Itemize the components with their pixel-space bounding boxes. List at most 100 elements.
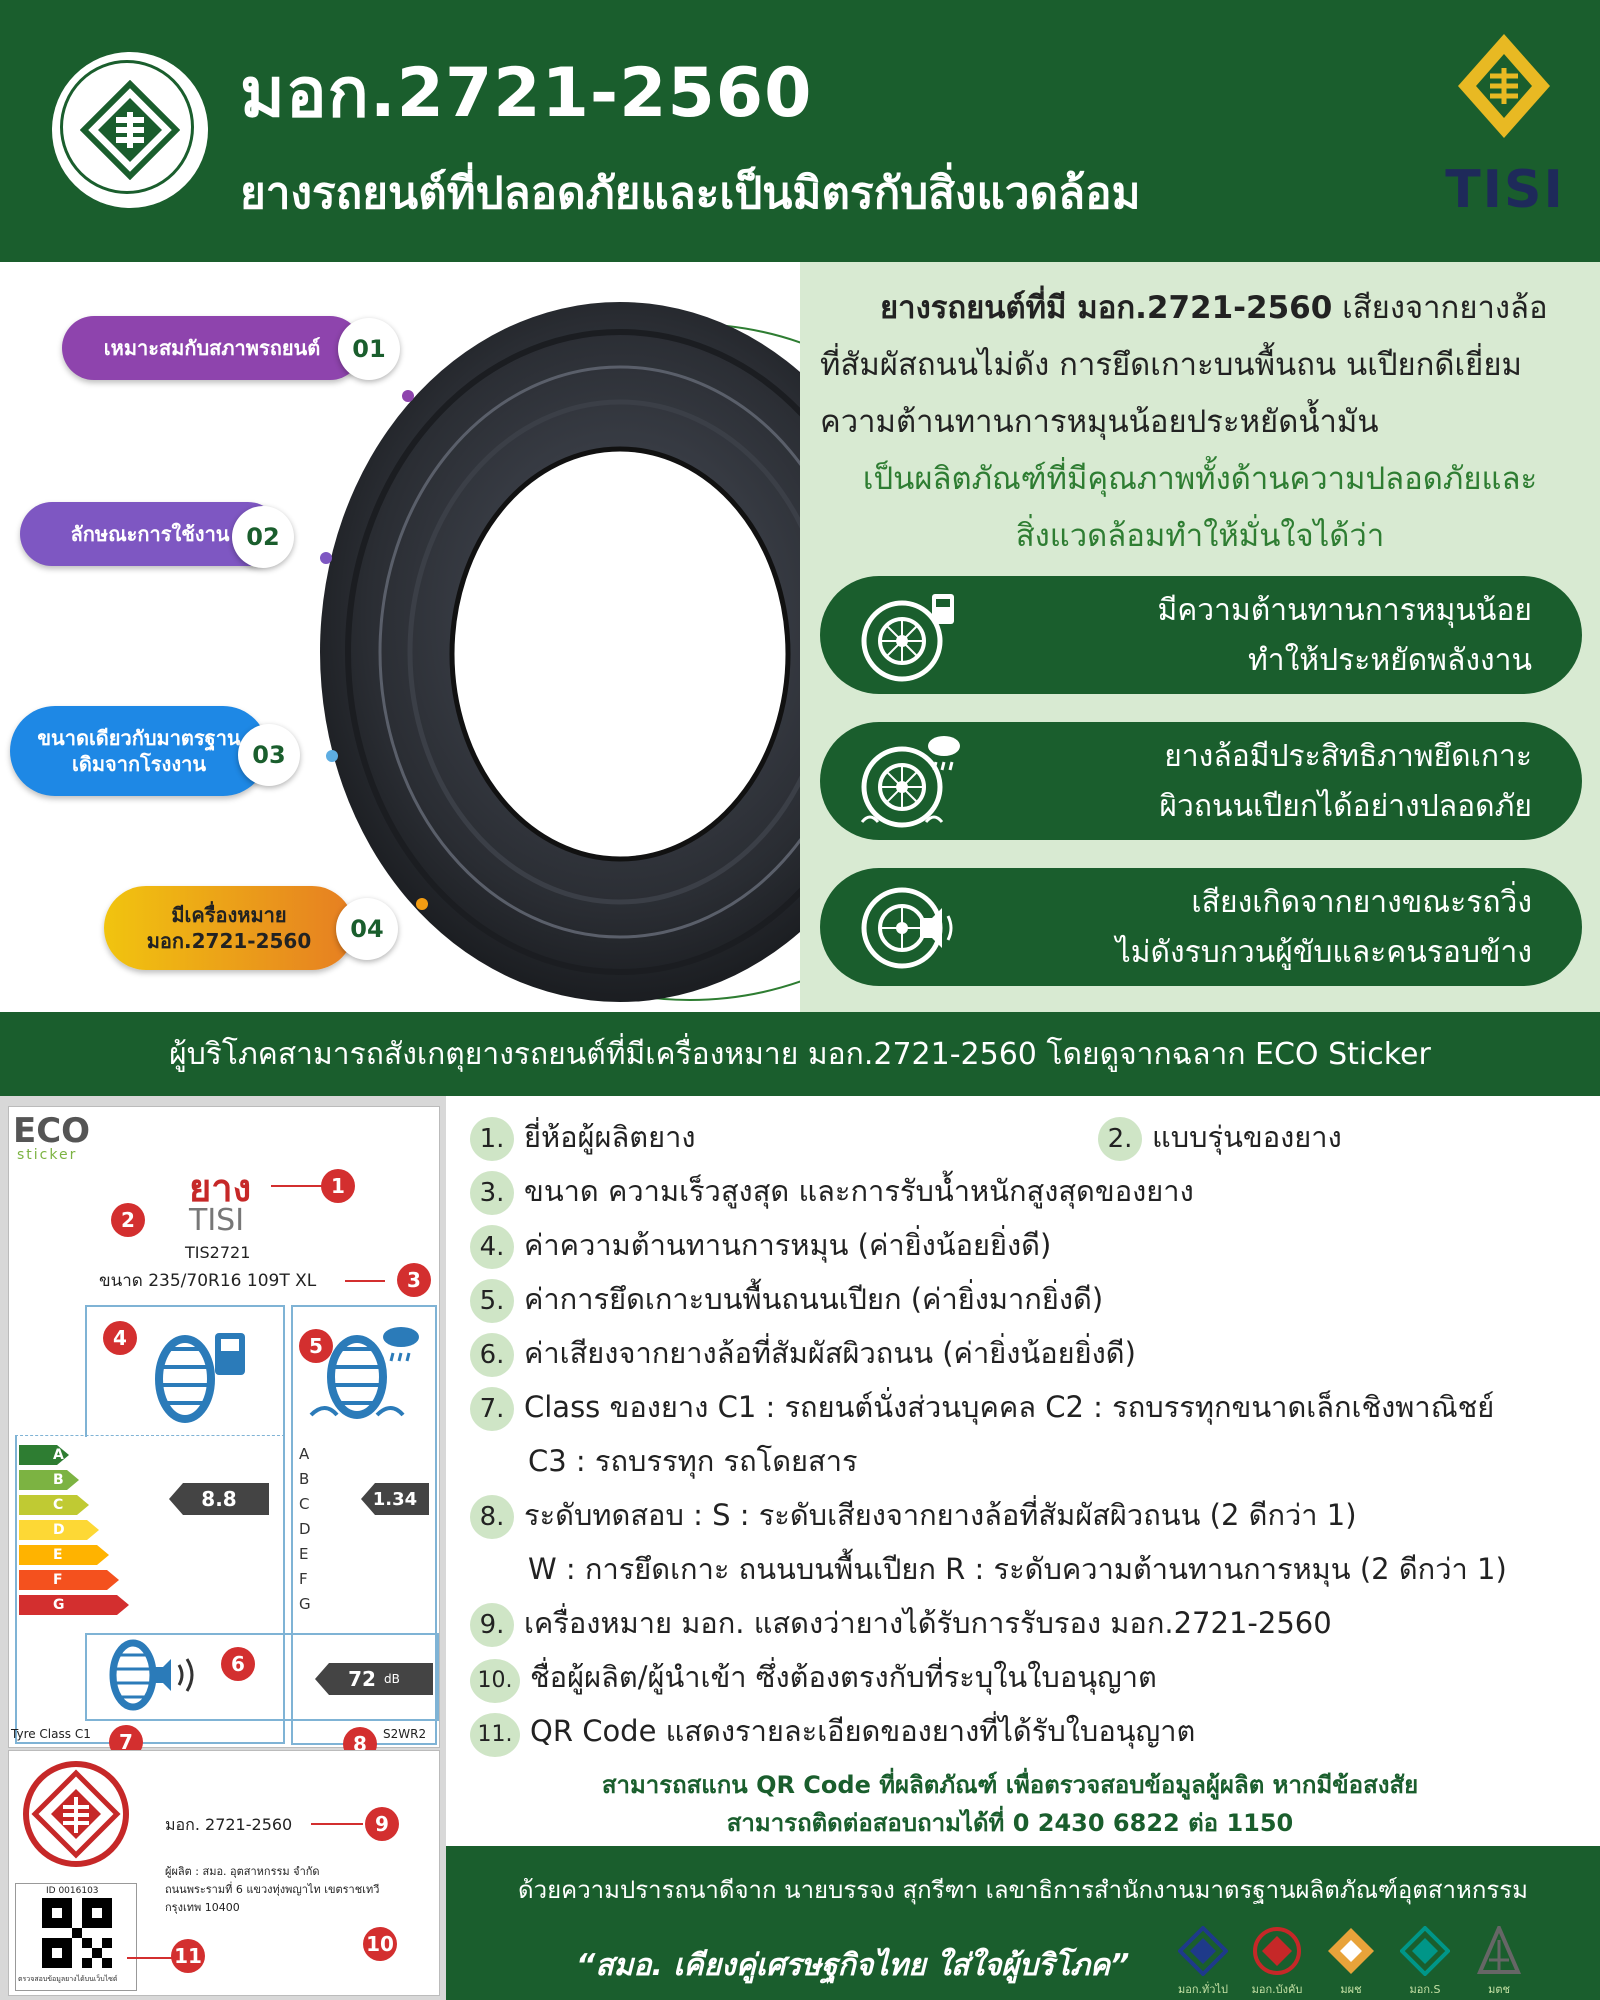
list-item-2-text: แบบรุ่นของยาง: [1152, 1120, 1342, 1154]
list-item-5-text: ค่าการยึดเกาะบนพื้นถนนเปียก (ค่ายิ่งมากย…: [524, 1282, 1104, 1316]
community-product-logo-icon: [1328, 1928, 1374, 1974]
list-item-4: 4.ค่าความต้านทานการหมุน (ค่ายิ่งน้อยยิ่ง…: [470, 1222, 1051, 1269]
rolling-grade-a: A: [19, 1445, 69, 1465]
qr-note-line-2: สามารถติดต่อสอบถามได้ที่ 0 2430 6822 ต่อ…: [726, 1809, 1294, 1837]
benefit-1-line2: ทำให้ประหยัดพลังงาน: [1248, 643, 1532, 678]
list-item-10-number: 10.: [470, 1659, 520, 1703]
feature-02-number: 02: [232, 506, 294, 568]
benefit-rolling-resistance: มีความต้านทานการหมุนน้อย ทำให้ประหยัดพลั…: [820, 576, 1582, 694]
test-level: S2WR2: [383, 1727, 427, 1741]
eco-sticker-banner: ผู้บริโภคสามารถสังเกตุยางรถยนต์ที่มีเครื…: [0, 1012, 1600, 1096]
logo-label-community: มผช: [1340, 1983, 1362, 1996]
list-item-8: 8. ระดับทดสอบ : S : ระดับเสียงจากยางล้อที…: [470, 1492, 1357, 1539]
feature-04-line2: มอก.2721-2560: [146, 929, 312, 953]
tis-red-mark-icon: [23, 1761, 129, 1867]
intro-line-5: สิ่งแวดล้อมทำให้มั่นใจได้ว่า: [1015, 518, 1385, 554]
sticker-badge-2: 2: [111, 1203, 145, 1237]
feature-03-number: 03: [238, 724, 300, 786]
list-item-9-number: 9.: [470, 1603, 514, 1647]
maker-line-2: ถนนพระรามที่ 6 แขวงทุ่งพญาไท เขตราชเทวี: [165, 1883, 380, 1896]
tire-rain-icon: [860, 736, 960, 828]
list-item-7-continued: C3 : รถบรรทุก รถโดยสาร: [528, 1444, 858, 1478]
noise-value: 72: [348, 1667, 376, 1691]
logo-label-general: มอก.ทั่วไป: [1178, 1983, 1228, 1996]
wet-tire-rain-icon: [309, 1327, 419, 1419]
sticker-badge-10: 10: [363, 1927, 397, 1961]
list-item-2: 2. แบบรุ่นของยาง: [1098, 1114, 1342, 1161]
wet-grade-d: D: [299, 1520, 311, 1538]
intro-lead: ยางรถยนต์ที่มี มอก.2721-2560: [880, 290, 1333, 326]
feature-03-line2: เดิมจากโรงงาน: [72, 752, 206, 776]
std-mark-text: มอก. 2721-2560: [165, 1815, 293, 1834]
list-item-2-number: 2.: [1098, 1117, 1142, 1161]
eco-sticker-label: ECO sticker ยาง TISI TIS2721 ขนาด 235/70…: [8, 1106, 440, 1761]
maker-address: ผู้ผลิต : สมอ. อุตสาหกรรม จำกัด ถนนพระรา…: [165, 1863, 379, 1917]
list-item-7-number: 7.: [470, 1387, 514, 1431]
sticker-logo-subtext: sticker: [17, 1147, 78, 1163]
list-item-4-number: 4.: [470, 1225, 514, 1269]
list-item-10: 10. ชื่อผู้ผลิต/ผู้นำเข้า ซึ่งต้องตรงกับท…: [470, 1654, 1157, 1703]
list-item-8-text: ระดับทดสอบ : S : ระดับเสียงจากยางล้อที่ส…: [524, 1498, 1357, 1532]
list-item-7-text: Class ของยาง C1 : รถยนต์นั่งส่วนบุคคล C2…: [524, 1390, 1495, 1424]
footer-thanks: ด้วยความปรารถนาดีจาก นายบรรจง สุกรีฑา เล…: [518, 1876, 1528, 1904]
feature-02-label: ลักษณะการใช้งาน: [70, 522, 230, 546]
wet-grade-a: A: [299, 1445, 310, 1463]
rolling-grade-d: D: [19, 1520, 99, 1540]
list-item-3-number: 3.: [470, 1171, 514, 1215]
wet-grade-e: E: [299, 1545, 309, 1563]
tire-sound-icon: [861, 887, 953, 969]
list-item-11-text: QR Code แสดงรายละเอียดของยางที่ได้รับใบอ…: [530, 1714, 1196, 1748]
sticker-badge-4: 4: [103, 1321, 137, 1355]
feature-04-line1: มีเครื่องหมาย: [171, 903, 287, 927]
list-item-5-number: 5.: [470, 1279, 514, 1323]
maker-line-3: กรุงเทพ 10400: [165, 1901, 240, 1914]
tisi-gold-emblem-icon: [1458, 34, 1550, 138]
sticker-size: ขนาด 235/70R16 109T XL: [99, 1271, 317, 1291]
list-item-3-text: ขนาด ความเร็วสูงสุด และการรับน้ำหนักสูงส…: [524, 1174, 1194, 1208]
benefit-3-line1: เสียงเกิดจากยางขณะรถวิ่ง: [1191, 885, 1532, 920]
benefit-1-text: มีความต้านทานการหมุนน้อย ทำให้ประหยัดพลั…: [1157, 586, 1532, 686]
benefit-2-text: ยางล้อมีประสิทธิภาพยึดเกาะ ผิวถนนเปียกได…: [1159, 732, 1532, 832]
tisi-brand-logo: TISI: [1440, 32, 1563, 220]
tis-mandatory-logo-icon: [1253, 1927, 1301, 1975]
noise-value-box: 72 dB: [315, 1663, 433, 1695]
eco-sticker-footer: มอก. 2721-2560 9 ผู้ผลิต : สมอ. อุตสาหกร…: [8, 1750, 440, 1996]
list-item-6-text: ค่าเสียงจากยางล้อที่สัมผัสผิวถนน (ค่ายิ่…: [524, 1336, 1136, 1370]
intro-text: ยางรถยนต์ที่มี มอก.2721-2560 เสียงจากยาง…: [820, 280, 1580, 565]
standard-title: มอก.2721-2560: [240, 54, 813, 133]
list-item-8-number: 8.: [470, 1495, 514, 1539]
benefit-wet-grip: ยางล้อมีประสิทธิภาพยึดเกาะ ผิวถนนเปียกได…: [820, 722, 1582, 840]
sticker-badge-6: 6: [221, 1647, 255, 1681]
list-item-6-number: 6.: [470, 1333, 514, 1377]
benefit-2-line2: ผิวถนนเปียกได้อย่างปลอดภัย: [1159, 789, 1532, 824]
feature-01-label: เหมาะสมกับสภาพรถยนต์: [103, 336, 321, 360]
sticker-badge-5: 5: [299, 1329, 333, 1363]
wet-grade-f: F: [299, 1570, 308, 1588]
feature-01-number: 01: [338, 318, 400, 380]
wet-grip-value: 1.34: [361, 1483, 429, 1515]
tyre-class: Tyre Class C1: [11, 1727, 91, 1741]
sticker-badge-1: 1: [321, 1169, 355, 1203]
rolling-grade-f: F: [19, 1570, 119, 1590]
list-item-11-number: 11.: [470, 1713, 520, 1757]
list-item-10-text: ชื่อผู้ผลิต/ผู้นำเข้า ซึ่งต้องตรงกับที่ร…: [530, 1660, 1157, 1694]
tis-general-logo-icon: [1178, 1926, 1228, 1976]
qr-code-icon[interactable]: [42, 1898, 112, 1968]
intro-highlight: เป็นผลิตภัณฑ์ที่มีคุณภาพทั้งด้านความปลอด…: [820, 451, 1580, 565]
noise-tire-icon: [109, 1639, 194, 1711]
list-item-8-continued: W : การยึดเกาะ ถนนบนพื้นเปียก R : ระดับค…: [528, 1552, 1507, 1586]
qr-contact-note: สามารถสแกน QR Code ที่ผลิตภัณฑ์ เพื่อตรว…: [460, 1766, 1560, 1842]
benefit-1-line1: มีความต้านทานการหมุนน้อย: [1157, 593, 1532, 628]
list-item-3: 3. ขนาด ความเร็วสูงสุด และการรับน้ำหนักสู…: [470, 1168, 1194, 1215]
logo-label-mandatory: มอก.บังคับ: [1251, 1983, 1303, 1996]
list-item-1-text: ยี่ห้อผู้ผลิตยาง: [524, 1120, 696, 1154]
intro-line-1-rest: เสียงจากยางล้อ: [1332, 290, 1548, 326]
list-item-7: 7. Class ของยาง C1 : รถยนต์นั่งส่วนบุคคล …: [470, 1384, 1494, 1431]
eco-logo-text: ECO: [13, 1111, 91, 1151]
feature-dot-04: [416, 898, 428, 910]
footer-bar: ด้วยความปรารถนาดีจาก นายบรรจง สุกรีฑา เล…: [446, 1846, 1600, 2000]
list-item-11: 11. QR Code แสดงรายละเอียดของยางที่ได้รับ…: [470, 1708, 1195, 1757]
rolling-tire-fuel-icon: [155, 1333, 245, 1423]
feature-03: ขนาดเดียวกับมาตรฐาน เดิมจากโรงงาน: [10, 706, 268, 796]
sticker-brand: TISI: [189, 1203, 245, 1238]
